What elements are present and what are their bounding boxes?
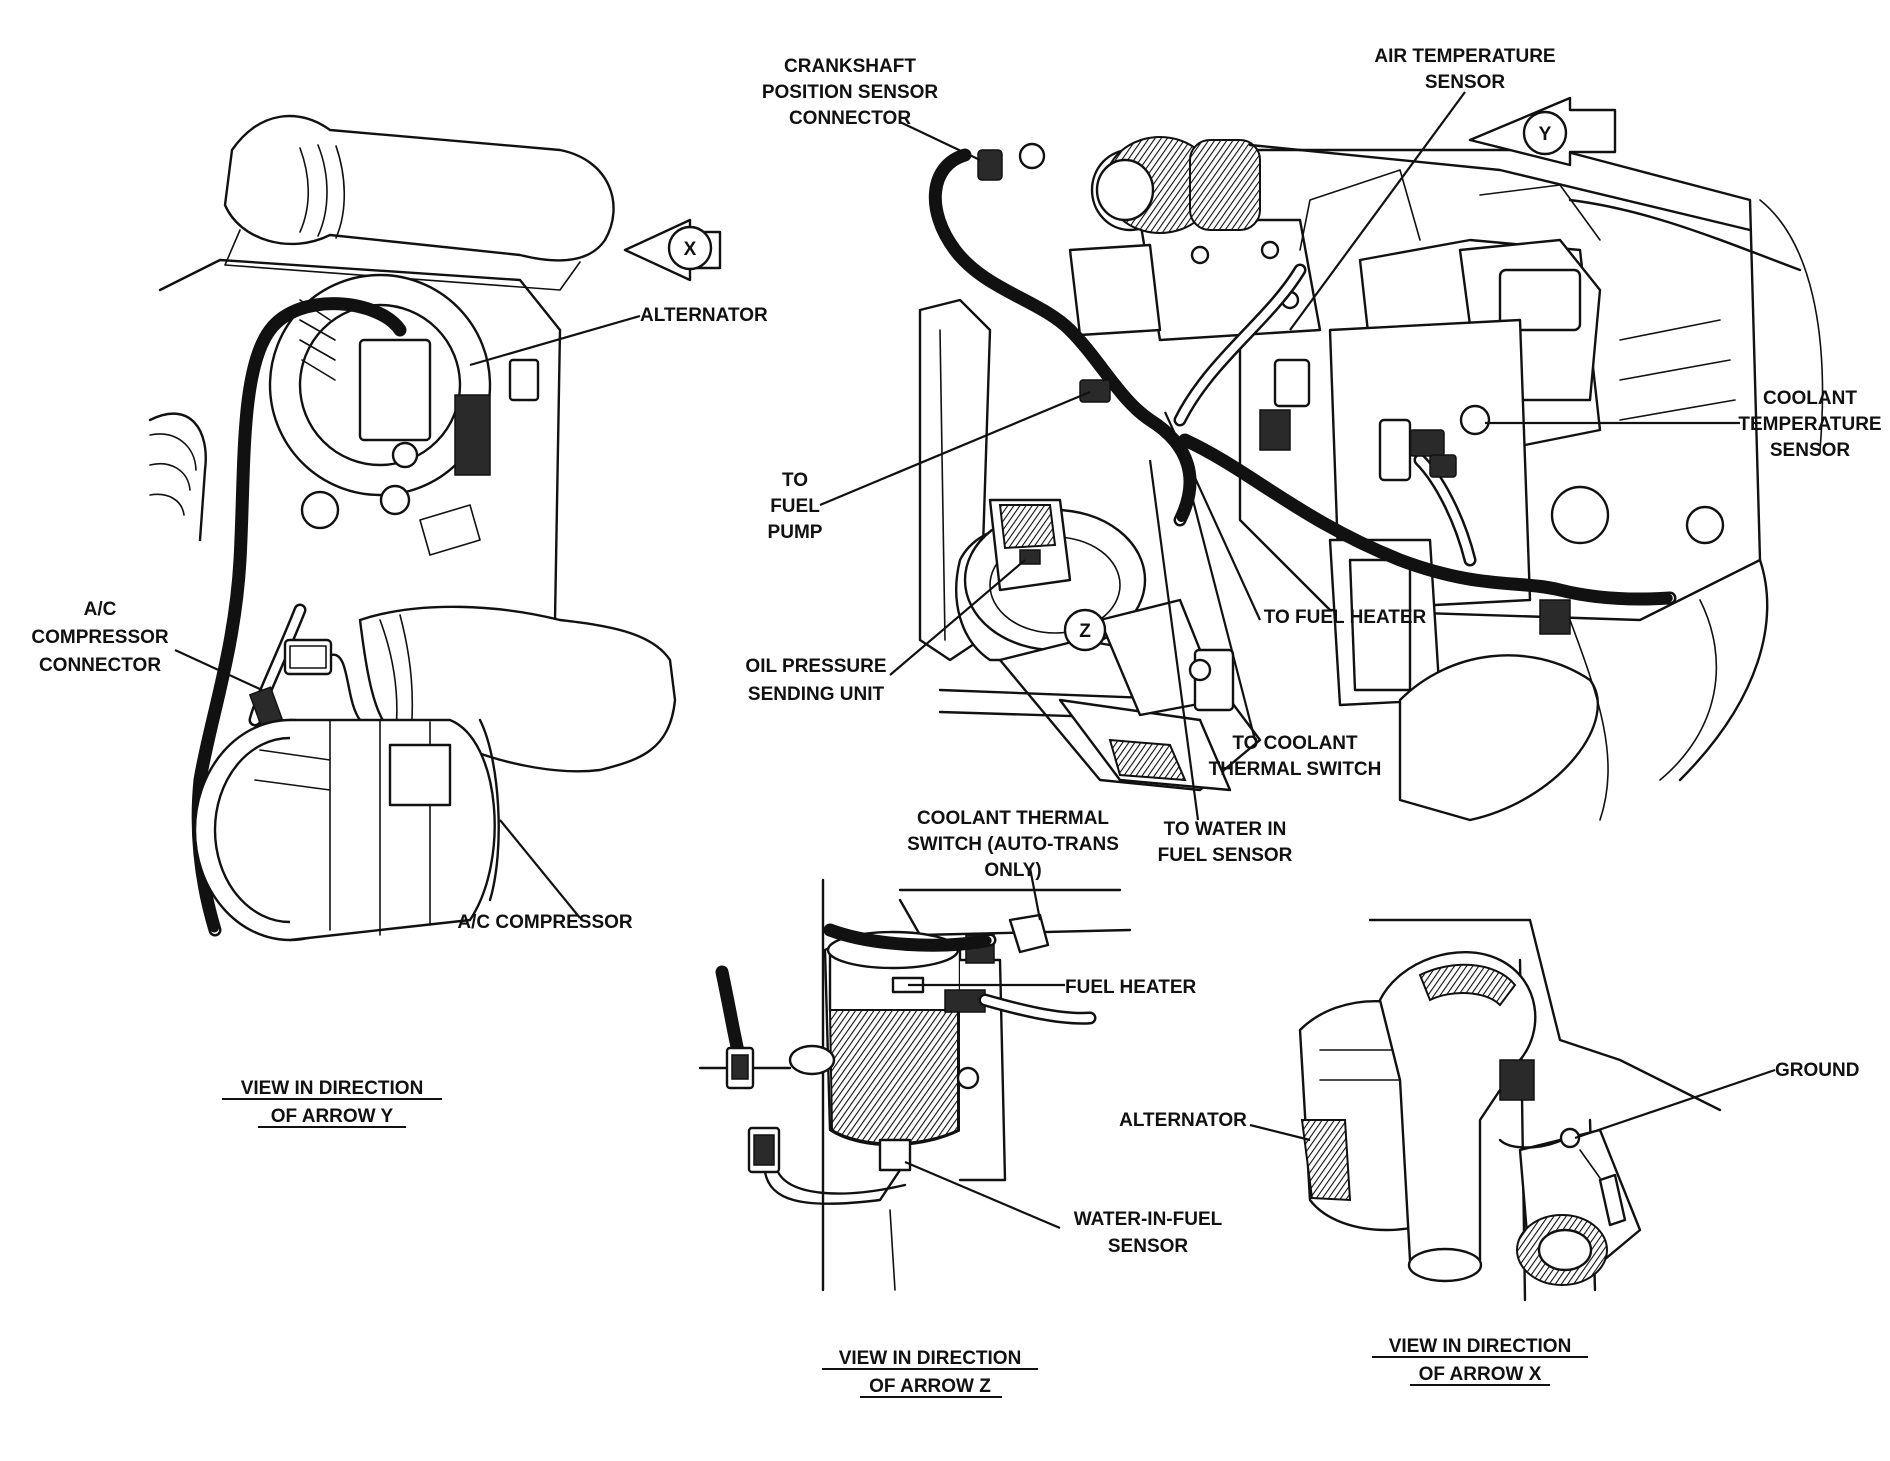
view-x-caption-1: VIEW IN DIRECTION bbox=[1389, 1336, 1572, 1357]
label-alternator-top: ALTERNATOR bbox=[640, 305, 768, 326]
leader-alternator-top bbox=[469, 314, 641, 367]
arrow-x-letter: X bbox=[684, 239, 697, 260]
view-z-illustration bbox=[698, 878, 1132, 1292]
label-crank-3: CONNECTOR bbox=[789, 108, 911, 129]
label-ground: GROUND bbox=[1775, 1060, 1859, 1081]
leader-alternator-bottom bbox=[1249, 1123, 1311, 1142]
label-alternator-bottom: ALTERNATOR bbox=[1119, 1110, 1247, 1131]
label-to-coolant-2: THERMAL SWITCH bbox=[1209, 759, 1382, 780]
engine-main-illustration bbox=[918, 136, 1824, 822]
label-fuel-heater: FUEL HEATER bbox=[1065, 977, 1197, 998]
leader-oil-pressure bbox=[889, 559, 1026, 676]
label-oil-pressure-1: OIL PRESSURE bbox=[745, 656, 886, 677]
arrow-y-indicator: Y bbox=[1468, 96, 1617, 167]
label-air-temp-1: AIR TEMPERATURE bbox=[1374, 46, 1555, 67]
label-fuel-pump-3: PUMP bbox=[768, 522, 823, 543]
label-ac-connector-3: CONNECTOR bbox=[39, 655, 161, 676]
leader-ac-compressor bbox=[499, 819, 581, 919]
view-y-caption-2: OF ARROW Y bbox=[271, 1106, 394, 1127]
leader-air-temp bbox=[1289, 91, 1466, 331]
label-crank-2: POSITION SENSOR bbox=[762, 82, 939, 103]
arrow-z-letter: Z bbox=[1079, 621, 1091, 642]
label-air-temp-2: SENSOR bbox=[1425, 72, 1506, 93]
leader-ground bbox=[1574, 1068, 1776, 1140]
leader-to-fuel-heater bbox=[1163, 411, 1262, 621]
view-y-caption-1: VIEW IN DIRECTION bbox=[241, 1078, 424, 1099]
label-to-coolant-1: TO COOLANT bbox=[1232, 733, 1358, 754]
label-coolant-temp-2: TEMPERATURE bbox=[1738, 414, 1881, 435]
label-to-water-1: TO WATER IN bbox=[1164, 819, 1287, 840]
label-ac-connector-1: A/C bbox=[84, 599, 117, 620]
leader-fuel-pump bbox=[819, 390, 1091, 507]
leader-water-in-fuel bbox=[904, 1160, 1061, 1230]
label-coolant-temp-3: SENSOR bbox=[1770, 440, 1851, 461]
view-x-caption-2: OF ARROW X bbox=[1419, 1364, 1542, 1385]
label-coolant-switch-3: ONLY) bbox=[984, 860, 1041, 881]
view-x-illustration bbox=[1298, 918, 1722, 1302]
leader-ac-connector bbox=[174, 649, 263, 691]
label-coolant-switch-1: COOLANT THERMAL bbox=[917, 808, 1109, 829]
label-ac-connector-2: COMPRESSOR bbox=[31, 627, 169, 648]
label-fuel-pump-1: TO bbox=[782, 470, 808, 491]
label-oil-pressure-2: SENDING UNIT bbox=[748, 684, 885, 705]
leader-to-water-sensor bbox=[1148, 459, 1200, 821]
arrow-z-indicator: Z bbox=[1063, 608, 1107, 652]
view-z-caption-2: OF ARROW Z bbox=[869, 1376, 991, 1397]
label-coolant-temp-1: COOLANT bbox=[1763, 388, 1857, 409]
label-ac-compressor: A/C COMPRESSOR bbox=[457, 912, 633, 933]
arrow-x-indicator: X bbox=[623, 218, 722, 282]
arrow-y-letter: Y bbox=[1539, 124, 1552, 145]
label-coolant-switch-2: SWITCH (AUTO-TRANS bbox=[907, 834, 1119, 855]
leader-crank-sensor bbox=[899, 121, 981, 161]
label-water-in-fuel-1: WATER-IN-FUEL bbox=[1074, 1209, 1223, 1230]
label-to-water-2: FUEL SENSOR bbox=[1158, 845, 1293, 866]
view-y-illustration bbox=[148, 114, 677, 942]
label-crank-1: CRANKSHAFT bbox=[784, 56, 916, 77]
leader-to-coolant-switch bbox=[1178, 449, 1257, 741]
label-water-in-fuel-2: SENSOR bbox=[1108, 1236, 1189, 1257]
leader-coolant-switch bbox=[1028, 867, 1042, 921]
label-to-fuel-heater: TO FUEL HEATER bbox=[1264, 607, 1427, 628]
view-z-caption-1: VIEW IN DIRECTION bbox=[839, 1348, 1022, 1369]
label-fuel-pump-2: FUEL bbox=[770, 496, 820, 517]
